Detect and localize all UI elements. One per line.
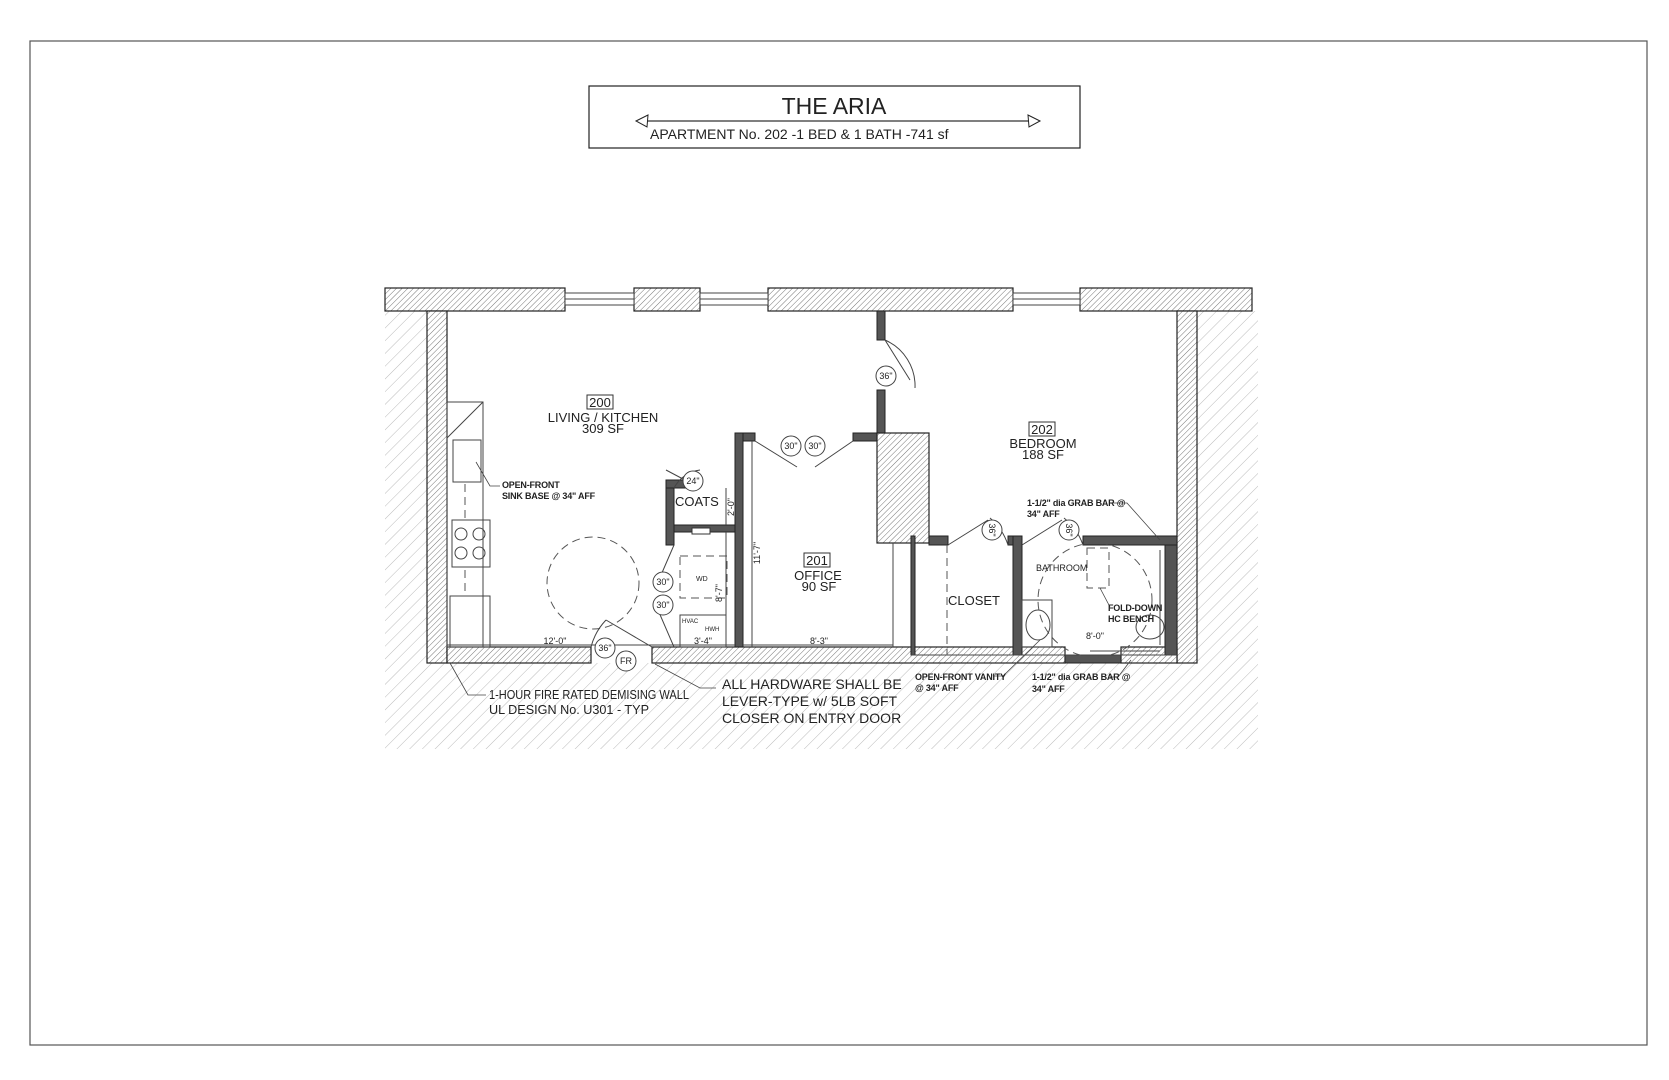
svg-text:188 SF: 188 SF <box>1022 447 1064 462</box>
svg-text:36": 36" <box>879 371 892 381</box>
coats-label: COATS <box>675 494 719 509</box>
door-tag-fire-rating: FR <box>615 650 637 672</box>
title-block: THE ARIA APARTMENT No. 202 -1 BED & 1 BA… <box>588 85 1081 149</box>
note-grab-bar-top-2: 34" AFF <box>1027 509 1060 519</box>
svg-text:LIVING / KITCHEN: LIVING / KITCHEN <box>548 410 659 425</box>
svg-text:30": 30" <box>656 600 669 610</box>
note-demising-wall: 1-HOUR FIRE RATED DEMISING WALL <box>489 687 689 702</box>
range <box>451 519 491 568</box>
arrow-left-icon <box>634 114 649 128</box>
note-hardware-3: CLOSER ON ENTRY DOOR <box>722 710 901 726</box>
svg-text:30": 30" <box>808 441 821 451</box>
svg-text:FR: FR <box>620 656 632 666</box>
svg-text:202: 202 <box>1031 422 1053 437</box>
svg-text:BEDROOM: BEDROOM <box>1009 436 1076 451</box>
closet-label: CLOSET <box>948 593 1000 608</box>
note-leaders <box>449 461 1161 696</box>
kitchen-counter <box>446 401 640 648</box>
svg-text:36": 36" <box>598 643 611 653</box>
dim-laundry-width: 3'-4" <box>694 636 712 646</box>
note-hardware-2: LEVER-TYPE w/ 5LB SOFT <box>722 693 897 709</box>
note-vanity-2: @ 34" AFF <box>915 683 959 693</box>
door-tag-entry: 36" <box>594 637 616 659</box>
dim-bath-width: 8'-0" <box>1086 631 1104 641</box>
door-tag-closet: 36" <box>981 519 1003 541</box>
dim-living-width: 12'-0" <box>544 636 567 646</box>
bench-label: FOLD-DOWN <box>1108 603 1162 613</box>
svg-text:309 SF: 309 SF <box>582 421 624 436</box>
door-tag-laundry-bottom: 30" <box>652 594 674 616</box>
note-grab-bar-bottom: 1-1/2" dia GRAB BAR @ <box>1032 672 1131 682</box>
bathroom-label: BATHROOM <box>1036 563 1087 573</box>
svg-text:90 SF: 90 SF <box>802 579 837 594</box>
svg-text:OFFICE: OFFICE <box>794 568 842 583</box>
svg-text:201: 201 <box>806 553 828 568</box>
svg-text:30": 30" <box>784 441 797 451</box>
turning-circle <box>546 536 640 630</box>
hvac-label: HVAC <box>682 619 699 625</box>
dim-office-depth: 11'-7" <box>752 542 762 564</box>
dim-office-width: 8'-3" <box>810 636 828 646</box>
note-grab-bar-top: 1-1/2" dia GRAB BAR @ <box>1027 498 1126 508</box>
door-tag-coats: 24" <box>682 470 704 492</box>
door-tag-laundry-top: 30" <box>652 571 674 593</box>
svg-text:36": 36" <box>987 523 997 536</box>
dim-coats-depth: 2'-0" <box>726 498 736 516</box>
note-demising-wall-2: UL DESIGN No. U301 - TYP <box>489 702 649 717</box>
room-201: 201 OFFICE 90 SF <box>794 552 842 594</box>
door-tag-office-right: 30" <box>804 435 826 457</box>
door-tag-bedroom: 36" <box>875 365 897 387</box>
dimension-lines <box>447 441 893 647</box>
washer-dryer <box>679 555 728 599</box>
arrow-right-icon <box>1027 114 1042 128</box>
door-tag-office-left: 30" <box>780 435 802 457</box>
note-sink: OPEN-FRONT <box>502 480 560 490</box>
note-sink-2: SINK BASE @ 34" AFF <box>502 491 596 501</box>
dim-laundry-depth: 8'-7" <box>714 584 724 602</box>
wd-label: WD <box>696 576 708 583</box>
note-grab-bar-bottom-2: 34" AFF <box>1032 684 1065 694</box>
svg-text:200: 200 <box>589 395 611 410</box>
door-tag-bath: 36" <box>1058 519 1080 541</box>
exterior-walls <box>384 287 1253 664</box>
svg-text:36": 36" <box>1064 523 1074 536</box>
note-hardware: ALL HARDWARE SHALL BE <box>722 676 902 692</box>
project-title: THE ARIA <box>782 93 887 119</box>
windows <box>564 292 1081 306</box>
refrigerator <box>449 595 491 648</box>
bathroom-fixtures <box>1021 542 1165 658</box>
room-200: 200 LIVING / KITCHEN 309 SF <box>548 394 659 436</box>
svg-text:30": 30" <box>656 577 669 587</box>
sink <box>452 439 482 483</box>
hwh-label: HWH <box>705 627 719 633</box>
svg-text:24": 24" <box>686 476 699 486</box>
interior-walls <box>665 310 1178 656</box>
sheet-border <box>29 40 1648 1046</box>
apartment-subtitle: APARTMENT No. 202 -1 BED & 1 BATH -741 s… <box>650 126 949 142</box>
room-202: 202 BEDROOM 188 SF <box>1009 421 1077 462</box>
note-vanity: OPEN-FRONT VANITY <box>915 672 1006 682</box>
bench-label-2: HC BENCH <box>1108 614 1154 624</box>
